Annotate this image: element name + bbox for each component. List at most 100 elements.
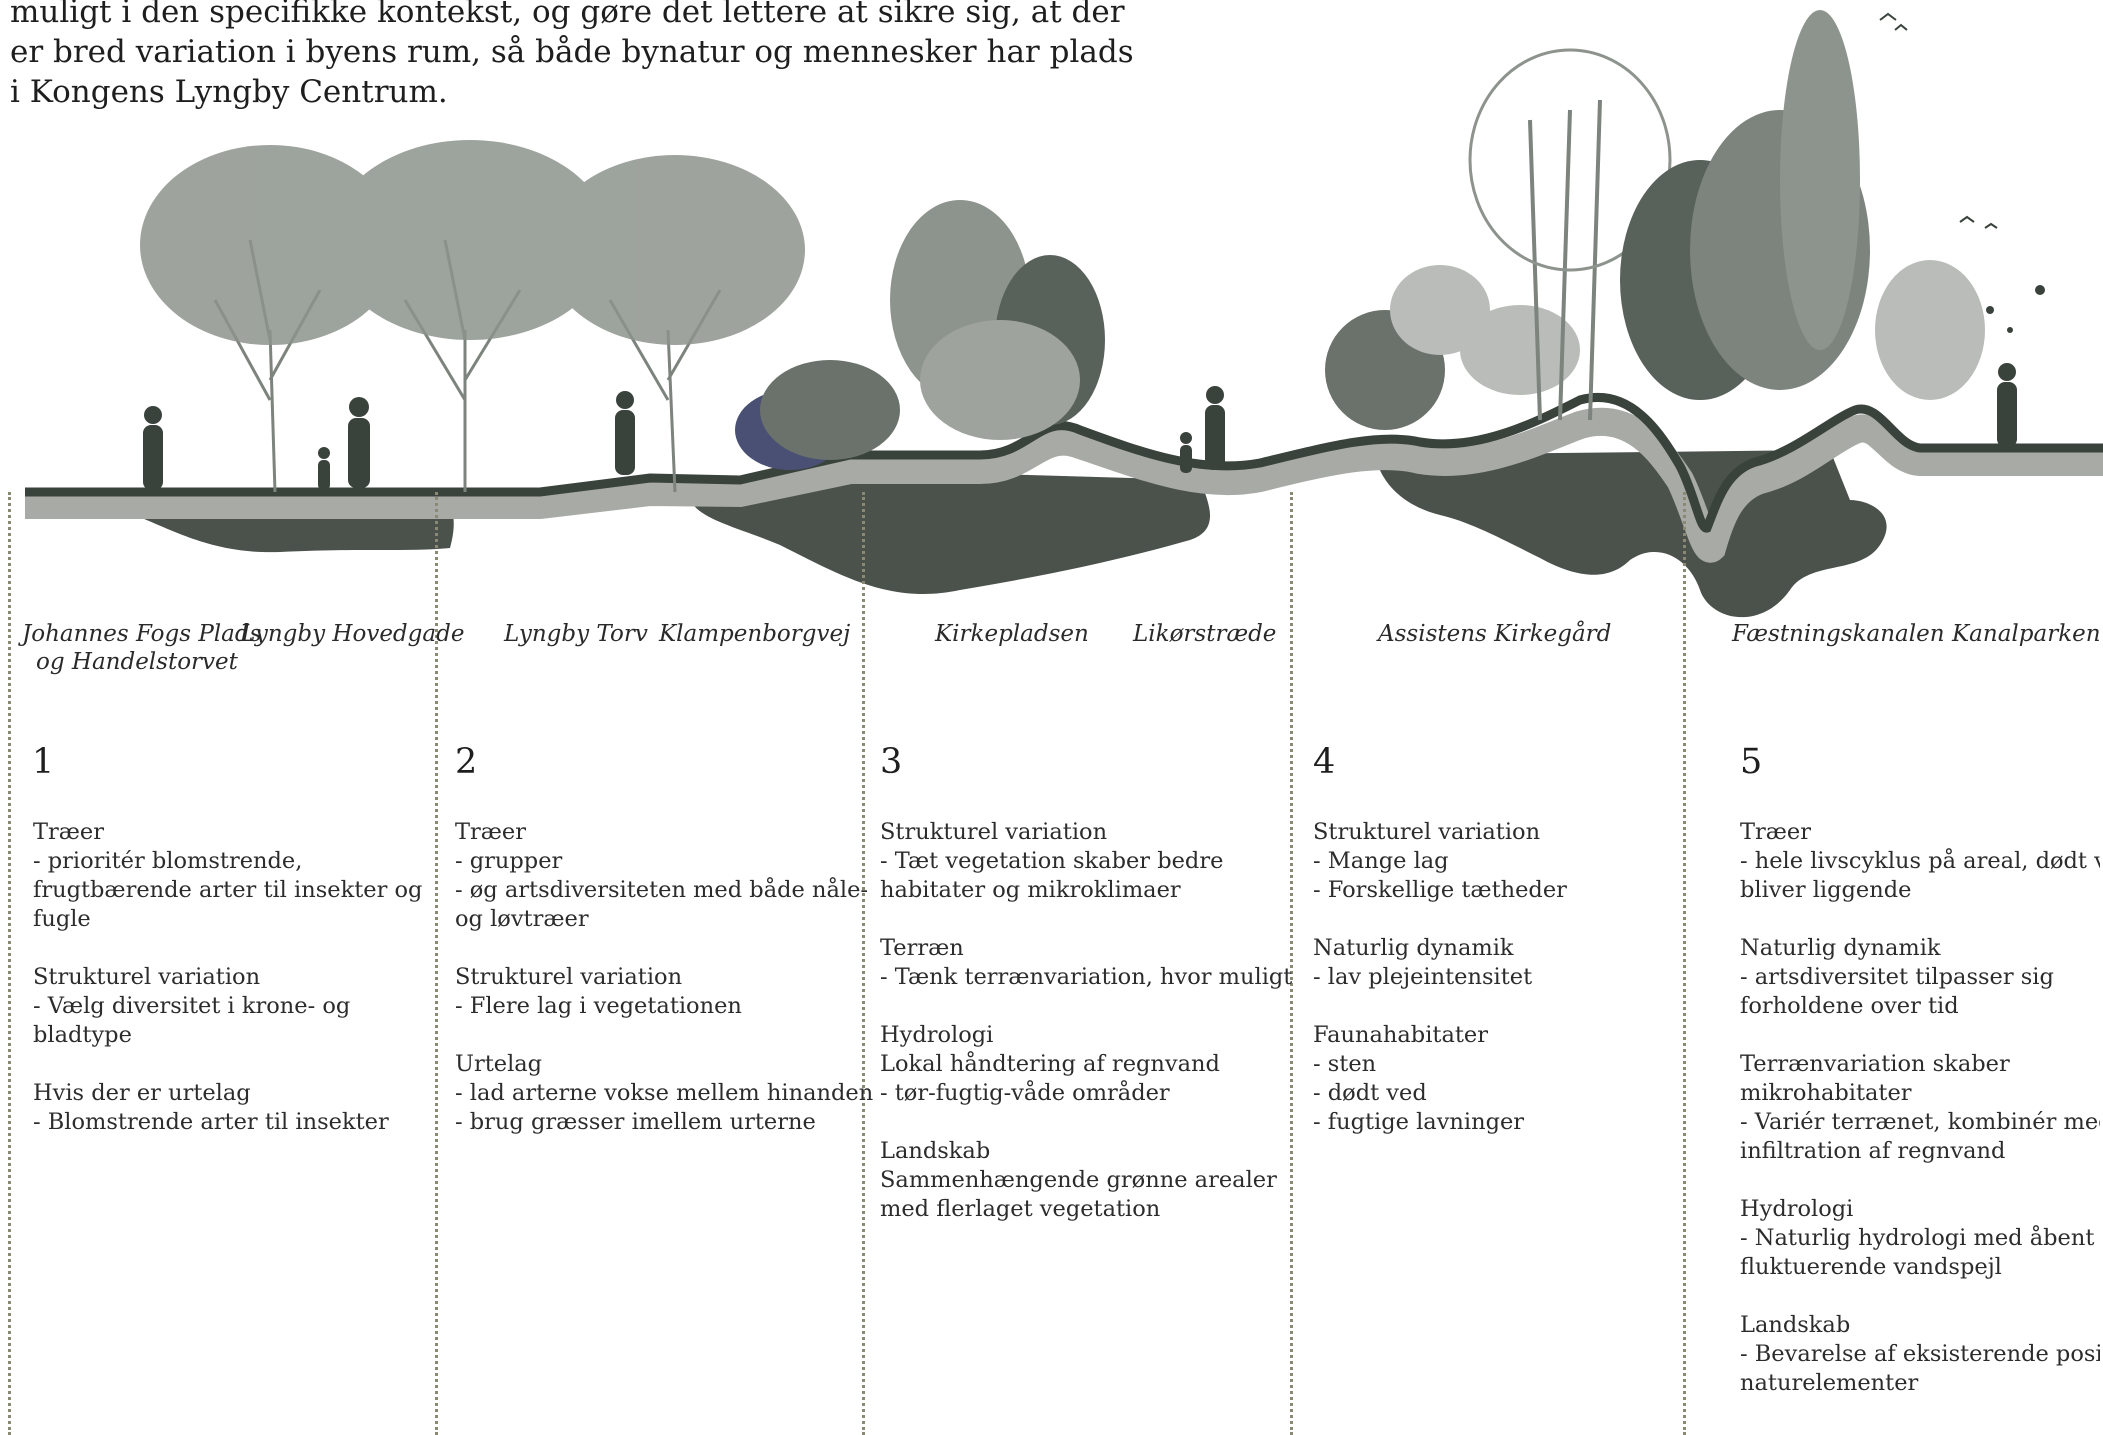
location-line: Johannes Fogs Plads xyxy=(22,621,262,647)
text-line: Hvis der er urtelag xyxy=(33,1080,251,1106)
text-line: - lad arterne vokse mellem hinanden xyxy=(455,1080,874,1106)
text-line: infiltration af regnvand xyxy=(1740,1138,2006,1164)
location-label: Lyngby Torv xyxy=(504,620,648,648)
text-line: - Vælg diversitet i krone- og xyxy=(33,993,351,1019)
text-line: Træer xyxy=(1740,819,1811,845)
section-divider xyxy=(1290,492,1293,1435)
text-line: med flerlaget vegetation xyxy=(880,1196,1161,1222)
text-line: habitater og mikroklimaer xyxy=(880,877,1181,903)
text-line: Faunahabitater xyxy=(1313,1022,1488,1048)
forest-group xyxy=(1325,10,2045,430)
text-block: Terrænvariation skaber mikrohabitater - … xyxy=(1740,1050,2100,1166)
text-line: Træer xyxy=(33,819,104,845)
text-line: Naturlig dynamik xyxy=(1740,935,1941,961)
location-line: Lyngby Torv xyxy=(504,621,648,647)
section-3-text: Strukturel variation - Tæt vegetation sk… xyxy=(880,818,1293,1253)
section-divider xyxy=(1683,492,1686,1435)
text-line: - fugtige lavninger xyxy=(1313,1109,1525,1135)
text-line: Naturlig dynamik xyxy=(1313,935,1514,961)
text-block: Landskab Sammenhængende grønne arealer m… xyxy=(880,1137,1280,1224)
text-line: - lav plejeintensitet xyxy=(1313,964,1533,990)
location-line: Kirkepladsen xyxy=(935,621,1089,647)
text-line: Hydrologi xyxy=(1740,1196,1854,1222)
text-line: frugtbærende arter til insekter og xyxy=(33,877,423,903)
section-number: 5 xyxy=(1740,742,1763,782)
text-line: - Tænk terrænvariation, hvor muligt xyxy=(880,964,1293,990)
text-block: Hydrologi - Naturlig hydrologi med åbent… xyxy=(1740,1195,2100,1282)
tree-canopy xyxy=(140,140,805,345)
section-divider xyxy=(8,492,11,1435)
section-number: 4 xyxy=(1313,742,1336,782)
location-label: Kanalparken xyxy=(1952,620,2101,648)
text-block: Hvis der er urtelag - Blomstrende arter … xyxy=(33,1079,433,1137)
text-block: Hydrologi Lokal håndtering af regnvand -… xyxy=(880,1021,1280,1108)
text-line: naturelementer xyxy=(1740,1370,1919,1396)
location-label: Johannes Fogs Plads og Handelstorvet xyxy=(22,620,261,676)
location-line: Likørstræde xyxy=(1133,621,1277,647)
location-label: Kirkepladsen xyxy=(935,620,1089,648)
text-line: - artsdiversitet tilpasser sig xyxy=(1740,964,2054,990)
text-line: Strukturel variation xyxy=(1313,819,1541,845)
text-line: - Tæt vegetation skaber bedre xyxy=(880,848,1224,874)
deciduous-tree xyxy=(213,239,722,493)
text-line: Træer xyxy=(455,819,526,845)
section-number: 1 xyxy=(32,742,55,782)
text-line: Strukturel variation xyxy=(880,819,1108,845)
text-line: Terræn xyxy=(880,935,964,961)
text-block: Naturlig dynamik - artsdiversitet tilpas… xyxy=(1740,934,2100,1021)
location-line: Klampenborgvej xyxy=(659,621,851,647)
text-line: Strukturel variation xyxy=(33,964,261,990)
text-block: Strukturel variation - Mange lag - Forsk… xyxy=(1313,818,1713,905)
intro-line: muligt i den specifikke kontekst, og gør… xyxy=(10,0,1125,30)
text-block: Strukturel variation - Vælg diversitet i… xyxy=(33,963,433,1050)
text-line: - prioritér blomstrende, xyxy=(33,848,303,874)
section-divider xyxy=(862,492,865,1435)
text-line: - dødt ved xyxy=(1313,1080,1427,1106)
text-line: forholdene over tid xyxy=(1740,993,1959,1019)
section-2-text: Træer - grupper - øg artsdiversiteten me… xyxy=(455,818,874,1166)
birds xyxy=(1879,12,1998,229)
section-number: 3 xyxy=(880,742,903,782)
landscape-section-illustration xyxy=(25,10,2103,618)
text-line: - Blomstrende arter til insekter xyxy=(33,1109,389,1135)
location-label: Fæstningskanalen xyxy=(1732,620,1945,648)
text-line: Strukturel variation xyxy=(455,964,683,990)
section-4-text: Strukturel variation - Mange lag - Forsk… xyxy=(1313,818,1713,1166)
text-line: - grupper xyxy=(455,848,563,874)
text-line: - Forskellige tætheder xyxy=(1313,877,1567,903)
text-line: Landskab xyxy=(880,1138,991,1164)
section-number: 2 xyxy=(455,742,478,782)
text-block: Træer - grupper - øg artsdiversiteten me… xyxy=(455,818,869,934)
text-line: bliver liggende xyxy=(1740,877,1912,903)
shrub-group xyxy=(735,200,1105,470)
text-line: - tør-fugtig-våde områder xyxy=(880,1080,1170,1106)
text-block: Strukturel variation - Tæt vegetation sk… xyxy=(880,818,1280,905)
text-line: - hele livscyklus på areal, dødt ved xyxy=(1740,848,2100,874)
location-line: Kanalparken xyxy=(1952,621,2101,647)
text-line: - sten xyxy=(1313,1051,1377,1077)
section-5-text: Træer - hele livscyklus på areal, dødt v… xyxy=(1740,818,2100,1427)
section-divider xyxy=(435,492,438,1435)
text-line: - øg artsdiversiteten med både nåle- xyxy=(455,877,869,903)
ground-line xyxy=(25,393,2103,533)
text-line: Landskab xyxy=(1740,1312,1851,1338)
text-line: - brug græsser imellem urterne xyxy=(455,1109,816,1135)
intro-text: muligt i den specifikke kontekst, og gør… xyxy=(10,0,1134,112)
text-block: Strukturel variation - Flere lag i veget… xyxy=(455,963,855,1021)
text-line: Urtelag xyxy=(455,1051,543,1077)
text-line: Lokal håndtering af regnvand xyxy=(880,1051,1220,1077)
location-line: Lyngby Hovedgade xyxy=(240,621,465,647)
location-line: og Handelstorvet xyxy=(36,649,238,675)
text-line: - Naturlig hydrologi med åbent vand, xyxy=(1740,1225,2100,1251)
text-line: bladtype xyxy=(33,1022,132,1048)
people-silhouettes xyxy=(143,363,2017,490)
text-line: Sammenhængende grønne arealer xyxy=(880,1167,1277,1193)
text-line: Hydrologi xyxy=(880,1022,994,1048)
text-line: - Flere lag i vegetationen xyxy=(455,993,742,1019)
text-line: - Variér terrænet, kombinér med xyxy=(1740,1109,2100,1135)
location-label: Assistens Kirkegård xyxy=(1378,620,1611,648)
text-block: Træer - prioritér blomstrende, frugtbære… xyxy=(33,818,433,934)
location-line: Assistens Kirkegård xyxy=(1378,621,1612,647)
text-line: Terrænvariation skaber xyxy=(1740,1051,2010,1077)
location-label: Likørstræde xyxy=(1133,620,1276,648)
